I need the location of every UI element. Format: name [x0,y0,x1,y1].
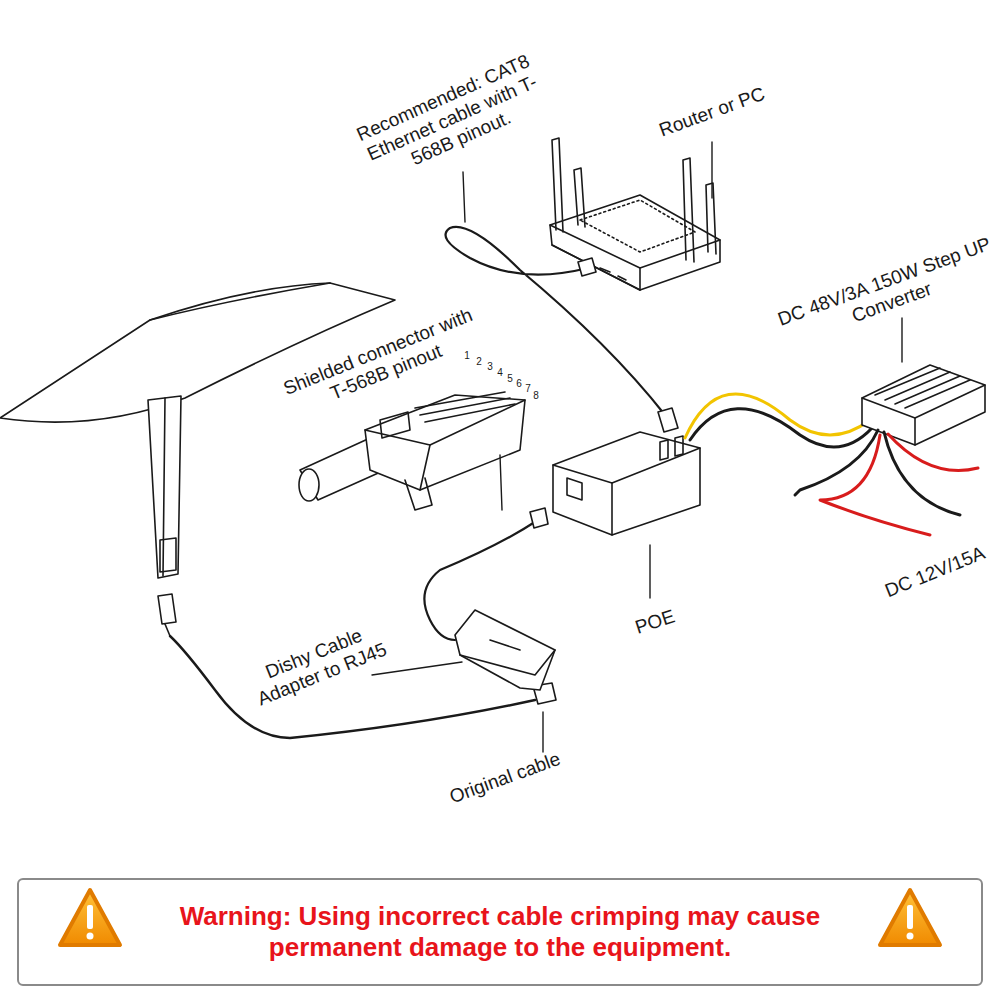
warning-icon [60,890,120,945]
leader-lines [372,142,902,752]
callout-label: Router or PC [642,78,781,146]
warning-icon [880,890,940,945]
pin-number: 4 [493,367,507,379]
pin-number: 1 [460,350,474,362]
adapter-illustration [455,610,555,690]
callout-label: DC 48V/3A 150W Step UP Converter [763,229,1001,356]
callout-label: Original cable [431,742,579,814]
callout-label: Dishy Cable Adapter to RJ45 [240,616,395,713]
callout-label: POE [623,602,687,641]
dish-illustration [0,283,395,636]
poe-illustration [553,432,700,535]
voltage-label: DC 12V/15A [875,539,994,604]
pin-number: 3 [483,361,497,373]
callout-label: Recommended: CAT8 Ethernet cable with T-… [347,47,556,188]
pin-number: 6 [512,378,526,390]
router-illustration [550,138,720,290]
warning-box: Warning: Using incorrect cable crimping … [17,878,983,986]
connector-illustration [299,392,525,510]
pin-number: 2 [472,356,486,368]
converter-illustration [862,365,985,445]
pin-number: 5 [503,373,517,385]
pin-number: 7 [521,383,535,395]
pin-number: 8 [529,390,543,402]
callout-label: Shielded connector with T-568B pinout [272,301,492,424]
warning-text: Warning: Using incorrect cable crimping … [175,901,825,963]
ethernet-cable [446,227,666,415]
